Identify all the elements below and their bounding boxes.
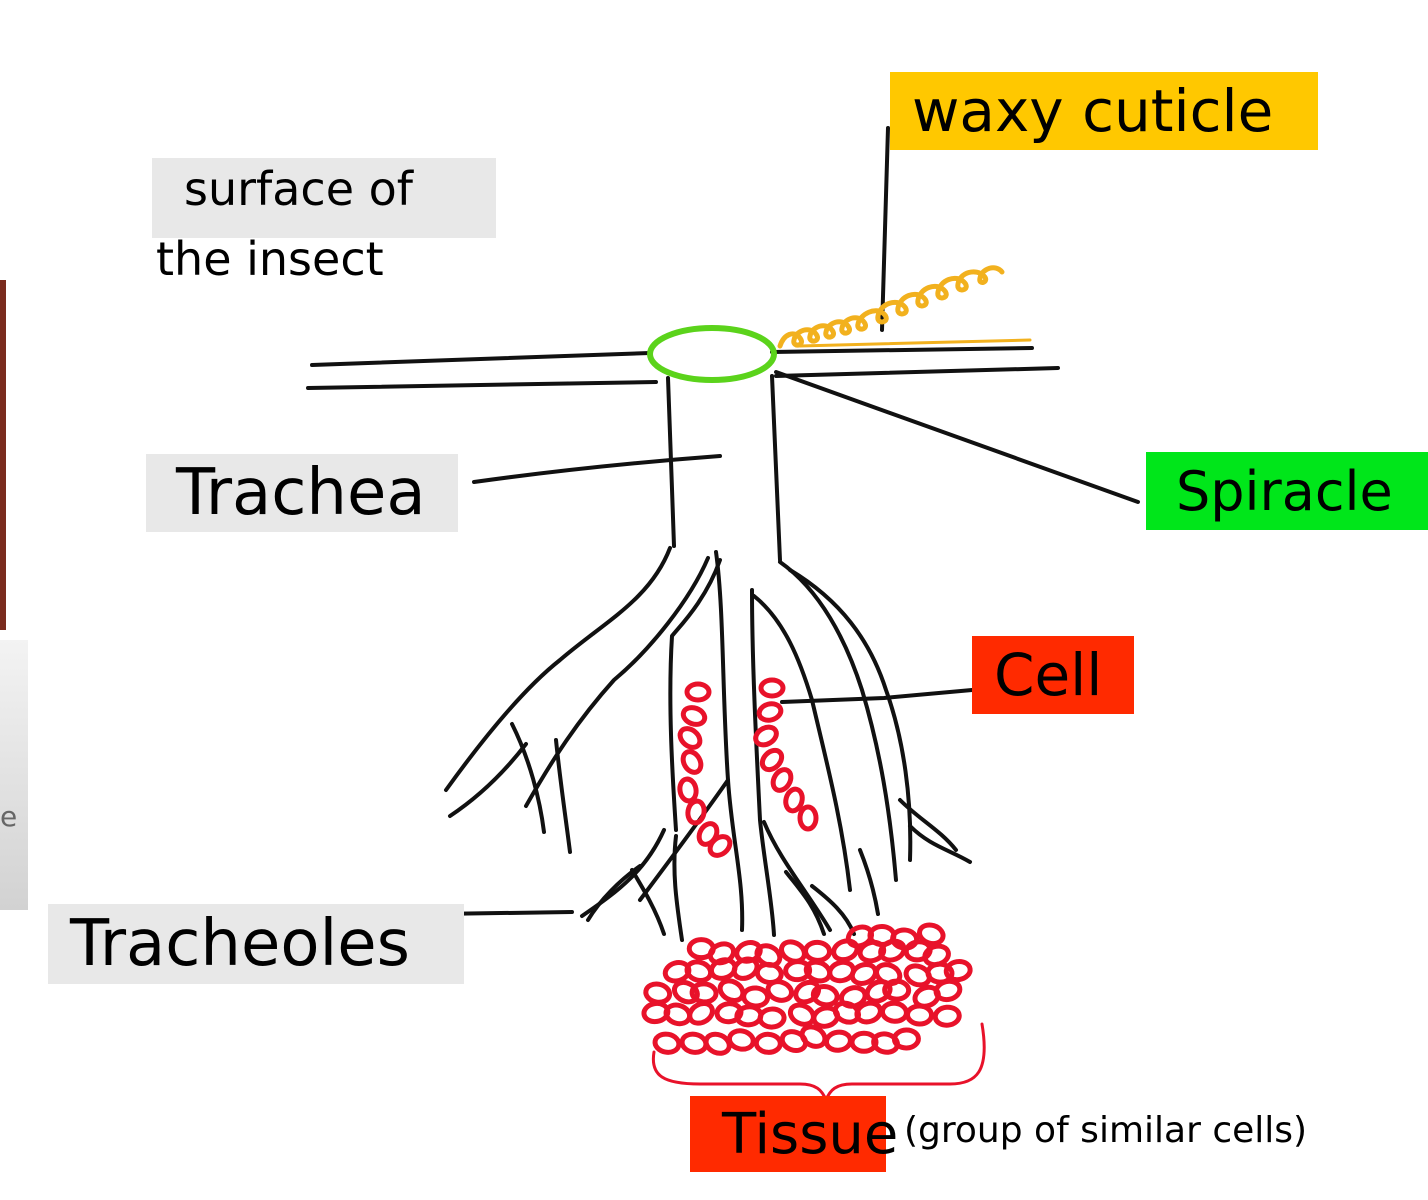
cell-oval [685,798,707,826]
cell-oval [703,1031,732,1056]
label-waxy-cuticle: waxy cuticle [890,72,1318,150]
cell-oval [779,939,807,964]
cell-oval [684,959,714,983]
spiracle-ring [647,325,777,383]
cell-leader-line [780,688,974,704]
cell-oval [933,978,963,1003]
cell-oval [831,938,860,963]
cell-oval [878,938,907,963]
trachea-right-wall [770,374,782,562]
cell-oval [810,984,840,1008]
cell-oval [680,749,704,775]
label-surface-of-the-insect-line-2: the insect [156,232,384,286]
cell-oval [783,959,813,983]
cell-oval [882,978,912,1002]
label-waxy-cuticle-text: waxy cuticle [912,77,1274,145]
left-edge-bar [0,280,6,630]
waxy-cuticle-leader-line [880,126,890,332]
cell-oval [731,956,760,981]
waxy-cuticle-coils [777,265,1032,349]
cell-oval [854,1000,883,1025]
cell-oval [679,1031,709,1055]
cell-oval [765,979,794,1003]
body-surface-upper-line [310,351,652,367]
cells-strand-left [677,681,733,858]
body-surface-lower-line-right [774,366,1060,378]
left-edge-panel [0,640,28,910]
cell-oval [652,1031,682,1055]
cell-oval [905,1003,935,1027]
cell-oval [726,1028,756,1052]
cell-oval [753,1031,783,1055]
tracheole-branches [444,546,972,942]
label-surface-line-1: surface of [184,162,413,216]
label-trachea-text: Trachea [176,456,426,530]
label-tissue: Tissue [690,1096,898,1172]
spiracle-leader-line [774,370,1140,504]
cell-oval [696,821,720,847]
cell-oval [687,1000,715,1026]
label-tissue-note: (group of similar cells) [904,1110,1307,1151]
label-trachea: Trachea [146,454,458,532]
cell-oval [823,1029,853,1053]
cell-oval [779,1029,809,1053]
cell-oval [754,961,784,986]
cell-oval [759,747,785,773]
cell-oval [797,804,819,832]
label-tracheoles-text: Tracheoles [70,907,410,981]
body-surface-upper-line-right [770,346,1034,354]
cell-oval [758,677,786,699]
label-spiracle: Spiracle [1146,452,1428,530]
label-spiracle-text: Spiracle [1176,459,1393,523]
cells-strand-right [753,677,819,832]
left-edge-fragment: e [0,280,28,910]
cell-oval [741,985,771,1009]
cell-oval [783,786,805,814]
tissue-cell-cluster [641,922,973,1056]
label-tissue-text: Tissue [722,1101,899,1167]
label-cell: Cell [972,636,1134,714]
cell-oval [879,1000,909,1024]
label-surface-line-2: the insect [156,232,384,286]
label-tracheoles: Tracheoles [48,904,464,984]
cell-oval [770,767,794,793]
cell-oval [677,726,703,750]
cell-oval [756,701,784,723]
cell-oval [891,1027,921,1051]
label-cell-text: Cell [994,641,1103,709]
cell-oval [932,1004,962,1028]
cell-oval [680,705,708,727]
cell-oval [757,1006,787,1030]
cell-oval [753,724,779,748]
cell-oval [684,681,712,703]
body-surface-lower-line [306,380,658,390]
cell-oval [803,939,833,963]
cell-oval [677,776,699,804]
left-edge-text: e [0,800,18,833]
cell-oval [707,834,733,858]
trachea-leader-line [472,454,722,484]
cell-oval [943,959,973,983]
label-surface-of-the-insect: surface of [152,158,496,238]
label-tissue-note-text: (group of similar cells) [904,1110,1308,1151]
